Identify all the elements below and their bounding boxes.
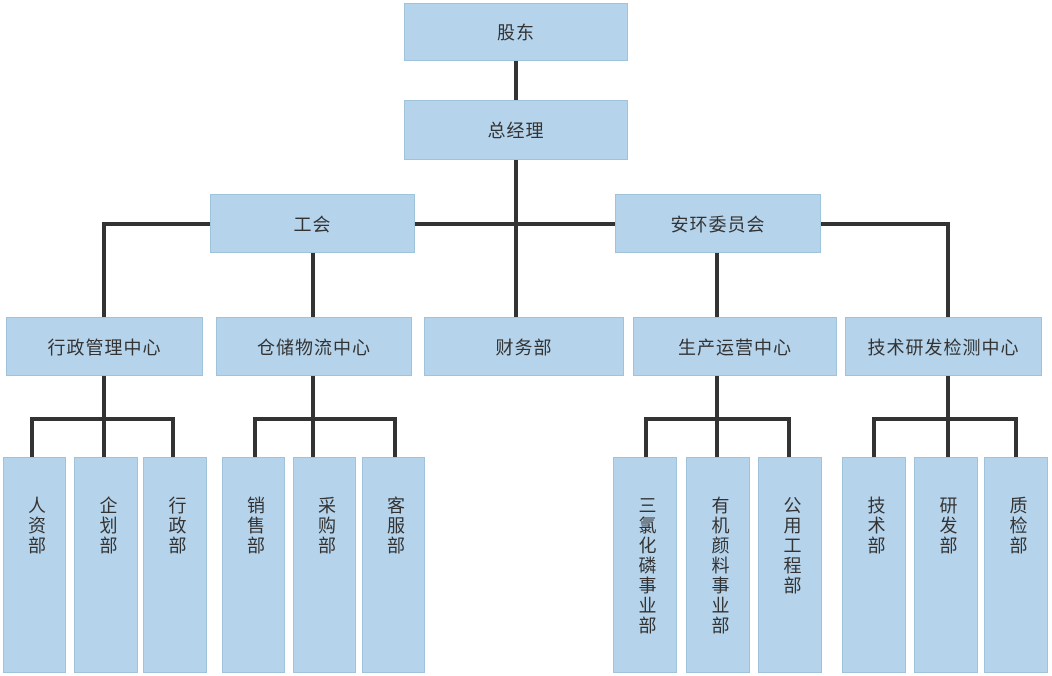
edge-rail-to-admin-center [102, 222, 106, 319]
edge-production-group-stem [715, 374, 719, 459]
node-label: 质检部 [1006, 496, 1028, 556]
node-label: 销售部 [243, 496, 265, 556]
node-label: 行政部 [165, 496, 187, 556]
node-label: 股东 [497, 23, 535, 44]
node-administration-department: 行政部 [143, 457, 207, 673]
node-label: 人资部 [24, 496, 46, 556]
node-label: 公用工程部 [780, 496, 802, 596]
node-technology-rd-testing-center: 技术研发检测中心 [845, 317, 1042, 376]
node-hr-department: 人资部 [3, 457, 66, 673]
edge-union-to-logistics [311, 251, 315, 319]
node-labor-union: 工会 [210, 194, 415, 253]
edge-production-group-left-drop [644, 417, 648, 459]
node-technology-department: 技术部 [842, 457, 906, 673]
edge-tech-group-left-drop [872, 417, 876, 459]
node-public-engineering-department: 公用工程部 [758, 457, 822, 673]
edge-gm-finance-trunk [514, 158, 518, 319]
node-label: 生产运营中心 [678, 337, 792, 359]
node-label: 工会 [293, 214, 332, 236]
node-organic-pigment-division: 有机颜料事业部 [686, 457, 750, 673]
node-warehouse-logistics-center: 仓储物流中心 [216, 317, 412, 376]
node-administrative-management-center: 行政管理中心 [6, 317, 203, 376]
edge-admin-group-stem [102, 374, 106, 459]
node-planning-department: 企划部 [74, 457, 138, 673]
node-label: 总经理 [487, 121, 545, 142]
node-purchasing-department: 采购部 [293, 457, 356, 673]
node-shareholders: 股东 [404, 3, 628, 61]
node-sales-department: 销售部 [222, 457, 285, 673]
node-label: 技术研发检测中心 [867, 337, 1020, 359]
edge-logistics-group-stem [311, 374, 315, 459]
edge-logistics-group-left-drop [253, 417, 257, 459]
node-quality-inspection-department: 质检部 [984, 457, 1048, 673]
edge-committee-to-production [715, 251, 719, 319]
node-production-operations-center: 生产运营中心 [633, 317, 837, 376]
node-label: 企划部 [96, 496, 118, 556]
node-label: 三氯化磷事业部 [635, 496, 657, 636]
edge-admin-group-bar [30, 417, 175, 421]
node-label: 技术部 [864, 496, 886, 556]
node-label: 采购部 [314, 496, 336, 556]
edge-shareholders-gm [514, 60, 518, 102]
edge-production-group-right-drop [787, 417, 791, 459]
edge-main-horizontal-rail [104, 222, 950, 226]
node-customer-service-department: 客服部 [362, 457, 425, 673]
node-label: 行政管理中心 [47, 337, 162, 359]
edge-admin-group-left-drop [30, 417, 34, 459]
node-label: 安环委员会 [670, 214, 766, 236]
node-label: 有机颜料事业部 [708, 496, 730, 636]
edge-tech-group-right-drop [1014, 417, 1018, 459]
node-phosphorus-trichloride-division: 三氯化磷事业部 [613, 457, 677, 673]
node-label: 财务部 [495, 337, 553, 359]
edge-admin-group-right-drop [171, 417, 175, 459]
node-safety-environment-committee: 安环委员会 [615, 194, 821, 253]
node-label: 客服部 [383, 496, 405, 556]
node-rd-department: 研发部 [914, 457, 978, 673]
node-label: 研发部 [936, 496, 958, 556]
edge-rail-to-tech-center [946, 222, 950, 319]
node-general-manager: 总经理 [404, 100, 628, 160]
edge-logistics-group-bar [253, 417, 397, 421]
edge-production-group-bar [644, 417, 791, 421]
node-finance-department: 财务部 [424, 317, 624, 376]
edge-tech-group-bar [872, 417, 1018, 421]
node-label: 仓储物流中心 [257, 337, 371, 359]
edge-tech-group-stem [946, 374, 950, 459]
edge-logistics-group-right-drop [393, 417, 397, 459]
